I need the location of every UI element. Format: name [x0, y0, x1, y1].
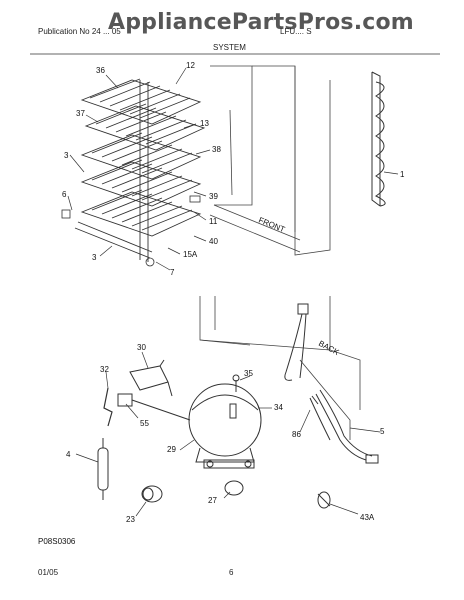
callout-34: 34 [274, 403, 283, 412]
callout-36: 36 [96, 66, 105, 75]
callout-1: 1 [400, 170, 405, 179]
publication-label: Publication No 24 ... 05 [38, 27, 121, 36]
footer-page-number: 6 [229, 568, 234, 577]
wire-clip [103, 387, 113, 427]
leader-lines-top [67, 67, 399, 271]
cabinet-outline-top [209, 65, 331, 256]
callout-15a: 15A [183, 250, 198, 259]
leader-lines-bottom [75, 351, 381, 517]
compressor [188, 374, 262, 469]
section-title: SYSTEM [213, 43, 246, 52]
publication-prefix: Publication No [38, 27, 90, 36]
compressor-grommet [224, 480, 244, 496]
callout-3b: 3 [92, 253, 97, 262]
callout-12: 12 [186, 61, 195, 70]
callout-11: 11 [209, 217, 218, 226]
callout-30: 30 [137, 343, 146, 352]
callout-4: 4 [66, 450, 71, 459]
small-parts-top [61, 195, 201, 267]
callout-40: 40 [209, 237, 218, 246]
callout-13: 13 [200, 119, 209, 128]
grommet [141, 485, 163, 503]
callout-43a: 43A [360, 513, 375, 522]
callout-23: 23 [126, 515, 135, 524]
callout-39: 39 [209, 192, 218, 201]
cabinet-outline-bottom [199, 296, 361, 440]
tubing-clip [317, 491, 331, 509]
callout-32: 32 [100, 365, 109, 374]
condenser-coil [371, 71, 386, 207]
callout-3a: 3 [64, 151, 69, 160]
callout-29: 29 [167, 445, 176, 454]
callout-38: 38 [212, 145, 221, 154]
publication-number: 24 ... 05 [91, 27, 121, 36]
callout-6: 6 [62, 190, 67, 199]
back-label: BACK [317, 339, 341, 357]
callout-35: 35 [244, 369, 253, 378]
relay-overload [117, 359, 191, 421]
diagram-code: P08S0306 [38, 537, 76, 546]
wire-shelves [74, 78, 206, 262]
filter-drier [97, 438, 109, 500]
callout-55: 55 [140, 419, 149, 428]
watermark-logo: AppliancePartsPros.com [108, 10, 414, 35]
front-label: FRONT [257, 216, 286, 235]
footer-date: 01/05 [38, 568, 59, 577]
wiring-harness [284, 303, 379, 464]
model-number: LFU.... S [280, 27, 312, 36]
callout-7: 7 [170, 268, 175, 277]
callout-5: 5 [380, 427, 385, 436]
callout-27: 27 [208, 496, 217, 505]
callout-37: 37 [76, 109, 85, 118]
callout-86: 86 [292, 430, 301, 439]
